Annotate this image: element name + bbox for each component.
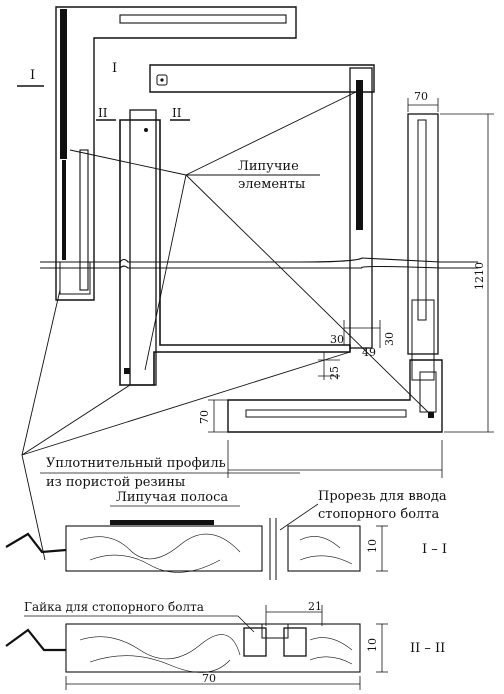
label-seal-profile-1: Уплотнительный профиль [46,456,226,471]
dim-corner-30a-text: 30 [330,333,344,346]
section-2-drawing: Гайка для стопорного болта 21 10 70 [5,600,388,690]
dim-corner-30b-text: 30 [383,332,396,346]
label-sticky-elements-1: Липучие [238,159,299,174]
dim-section2-70-text: 70 [202,672,216,685]
frame-piece-top-right [149,64,375,349]
label-nut: Гайка для стопорного болта [24,600,204,614]
section-1-drawing: Липучая полоса 10 [5,490,388,580]
frame-piece-right [407,113,439,381]
section-2-title: II – II [410,641,445,656]
leader-lines-sticky [69,89,431,415]
label-slot-2: стопорного болта [318,507,439,522]
dim-section2-21-text: 21 [308,600,322,613]
dim-top-70: 70 [407,90,439,112]
section-mark-2-right-text: II [172,106,182,120]
dim-bottom-width [227,440,443,478]
section-mark-2: II II [96,106,190,121]
dim-height-1210-text: 1210 [473,262,486,290]
label-sticky-strip: Липучая полоса [116,490,228,505]
section-mark-1-inner-text: I [112,61,117,76]
frame-piece-top-left [55,6,297,301]
dim-top-70-text: 70 [414,90,428,103]
break-line [40,257,478,269]
dim-bottom-70: 70 [198,399,228,433]
label-sticky-elements-2: элементы [238,177,305,192]
section-mark-2-left-text: II [98,106,108,120]
dim-bottom-70-text: 70 [198,410,211,424]
dim-section1-10-text: 10 [366,539,379,553]
dim-corner-detail: 30 30 49 25 [318,320,396,380]
dim-height-1210: 1210 [440,113,494,433]
label-slot-1: Прорезь для ввода [318,489,447,504]
dim-section2-10-text: 10 [366,638,379,652]
label-seal-profile-2: из пористой резины [46,475,185,490]
section-1-title: I – I [422,542,447,557]
dim-corner-25-text: 25 [328,366,341,380]
dim-corner-49-text: 49 [362,346,376,359]
leader-lines-seal [21,289,351,561]
section-mark-1-text: I [30,68,35,83]
section-mark-1: I I [17,61,117,87]
